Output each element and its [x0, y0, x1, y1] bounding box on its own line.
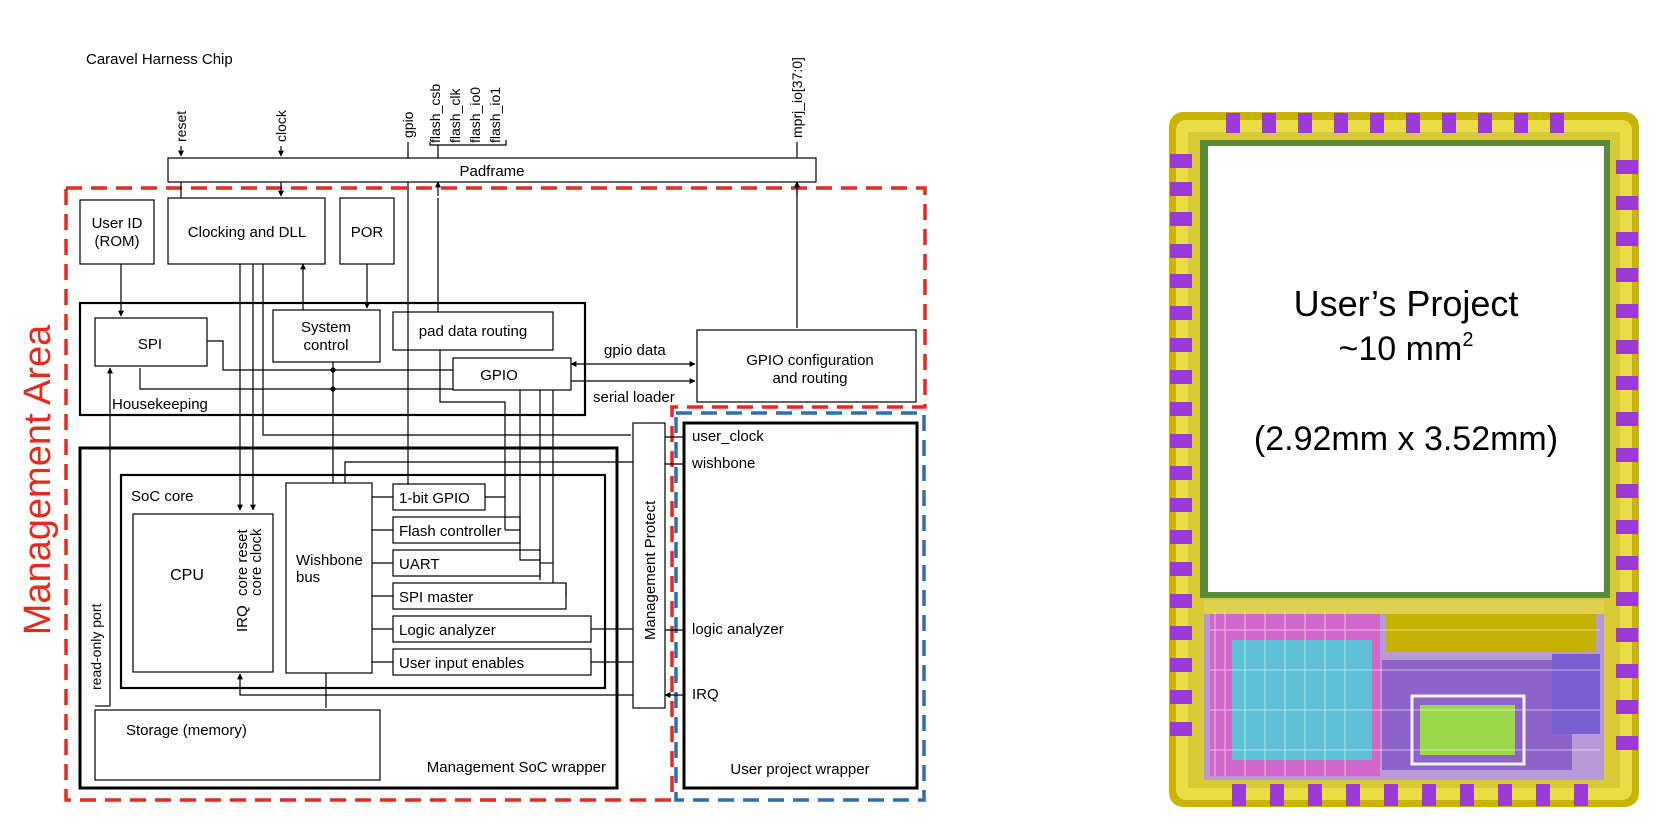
- por-label: POR: [351, 224, 384, 241]
- peripherals: 1-bit GPIO Flash controller UART SPI mas…: [392, 483, 592, 676]
- housekeeping-label: Housekeeping: [112, 396, 208, 413]
- padframe-label: Padframe: [459, 163, 524, 180]
- user-signal-wishbone: wishbone: [691, 455, 755, 472]
- clocking-dll: [167, 197, 326, 265]
- peripheral-label: 1-bit GPIO: [399, 490, 470, 507]
- pin-clock: clock: [273, 109, 289, 142]
- management-area-boundary: [64, 186, 927, 802]
- pin-flash-io0: flash_io0: [467, 87, 483, 143]
- user-id-rom: [79, 199, 155, 265]
- peripheral-label: Logic analyzer: [399, 622, 496, 639]
- gpio-block: [452, 357, 572, 391]
- peripheral-user-input-enables: [392, 648, 592, 676]
- pin-reset: reset: [173, 111, 189, 142]
- pin-flash-clk: flash_clk: [447, 88, 463, 143]
- pad-data-routing-label: pad data routing: [419, 323, 527, 340]
- storage-label: Storage (memory): [126, 722, 247, 739]
- pad-data-routing: [392, 311, 554, 351]
- user-id-line2: (ROM): [95, 233, 140, 250]
- layout-pads-bottom: [1232, 784, 1588, 806]
- wishbone-bus-line1: Wishbone: [296, 552, 363, 569]
- wishbone-bus: [285, 482, 373, 674]
- layout-management-circuitry: [1204, 600, 1604, 780]
- peripheral-spi-master: [392, 582, 567, 610]
- diagram-title: Caravel Harness Chip: [86, 51, 233, 68]
- layout-user-project-area: [1208, 146, 1604, 592]
- gpio-config-line1: GPIO configuration: [746, 352, 874, 369]
- cpu-label: CPU: [170, 567, 204, 584]
- soc-core: [119, 473, 607, 690]
- layout-pads-right: [1616, 160, 1638, 750]
- spi-label: SPI: [138, 336, 162, 353]
- pin-wires: [178, 140, 798, 158]
- mgmt-soc-wrapper: [78, 446, 619, 790]
- management-protect: [632, 422, 666, 709]
- user-project-label: User’s Project: [1294, 283, 1519, 324]
- pin-flash-io1: flash_io1: [487, 87, 503, 143]
- user-signal-user-clock: user_clock: [692, 428, 764, 445]
- system-control-line1: System: [301, 319, 351, 336]
- peripheral-logic-analyzer: [392, 615, 592, 643]
- user-signal-irq: IRQ: [692, 686, 719, 703]
- peripheral-label: UART: [399, 556, 440, 573]
- peripheral-1bit-gpio: [392, 483, 486, 511]
- pin-flash-csb: flash_csb: [427, 84, 443, 143]
- interconnect-wires: [95, 181, 800, 708]
- gpio-label: GPIO: [480, 367, 518, 384]
- user-area-boundary: [674, 411, 926, 802]
- user-project-area-text: ~10 mm2: [1339, 329, 1474, 368]
- read-only-port-label: read-only port: [88, 604, 104, 690]
- management-protect-label: Management Protect: [642, 500, 659, 640]
- user-signal-logic-analyzer: logic analyzer: [692, 621, 784, 638]
- pin-labels: reset clock gpio flash_csb flash_clk fla…: [173, 57, 805, 143]
- gpio-data-label: gpio data: [604, 342, 666, 359]
- clocking-label: Clocking and DLL: [188, 224, 306, 241]
- user-project-wrapper: [682, 421, 919, 790]
- block-diagram: Caravel Harness Chip Management Area res…: [17, 51, 927, 802]
- management-area-label: Management Area: [17, 324, 59, 635]
- user-id-line1: User ID: [92, 215, 143, 232]
- mgmt-soc-wrapper-label: Management SoC wrapper: [427, 759, 606, 776]
- storage-memory: [94, 709, 381, 781]
- por: [339, 197, 395, 265]
- user-project-wrapper-label: User project wrapper: [730, 761, 869, 778]
- pin-gpio: gpio: [400, 111, 416, 138]
- chip-layout-image: User’s Project ~10 mm2 (2.92mm x 3.52mm): [1169, 112, 1639, 807]
- peripheral-flash-controller: [392, 516, 521, 544]
- spi-block: [94, 317, 208, 367]
- layout-pads-left: [1170, 154, 1192, 736]
- serial-loader-label: serial loader: [593, 389, 675, 406]
- layout-pads-top: [1226, 113, 1564, 133]
- area-superscript: 2: [1462, 329, 1473, 351]
- cpu-block: [132, 513, 274, 673]
- irq-label: IRQ: [234, 605, 251, 632]
- wishbone-bus-line2: bus: [296, 569, 320, 586]
- user-project-dimensions: (2.92mm x 3.52mm): [1254, 420, 1558, 458]
- padframe: [167, 157, 817, 183]
- core-clock-label: core clock: [248, 528, 265, 596]
- peripheral-label: SPI master: [399, 589, 473, 606]
- peripheral-label: User input enables: [399, 655, 524, 672]
- soc-core-label: SoC core: [131, 488, 194, 505]
- pin-mprj-io: mprj_io[37:0]: [789, 57, 805, 138]
- area-value: ~10 mm: [1339, 330, 1463, 368]
- peripheral-label: Flash controller: [399, 523, 502, 540]
- core-reset-label: core reset: [234, 528, 251, 596]
- system-control: [272, 309, 381, 363]
- system-control-line2: control: [303, 337, 348, 354]
- gpio-configuration: [696, 329, 917, 403]
- gpio-config-line2: and routing: [772, 370, 847, 387]
